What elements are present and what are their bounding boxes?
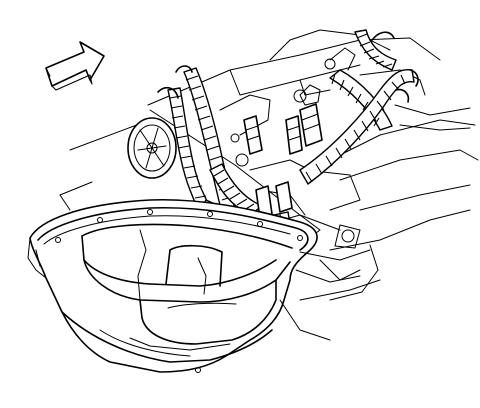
flywheel	[127, 117, 177, 179]
arrow-icon	[45, 41, 105, 91]
oil-pan	[27, 198, 318, 373]
wiring-harness	[157, 29, 419, 233]
crankcase-lines	[59, 194, 371, 341]
